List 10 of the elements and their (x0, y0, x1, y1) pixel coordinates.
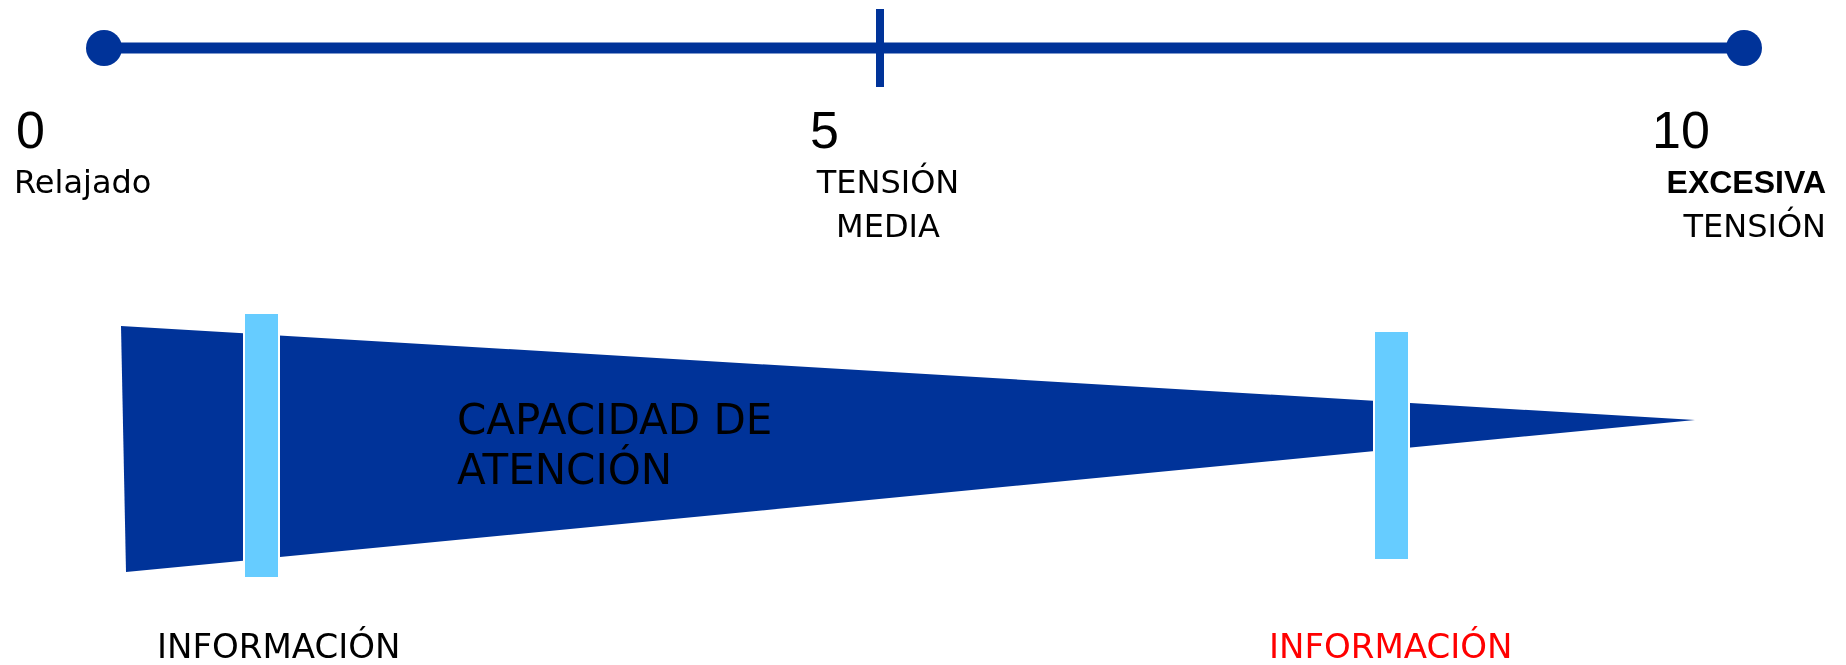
bar-caption: INFORMACIÓN (1269, 626, 1513, 665)
scale-label: Relajado (14, 162, 153, 203)
scale-label: EXCESIVA (1665, 163, 1826, 202)
scale-label: TENSIÓN (1682, 205, 1826, 247)
bar-caption: INFORMACIÓN (157, 626, 401, 665)
scale-label: TENSIÓN MEDIA (815, 161, 961, 247)
wedge-label: CAPACIDAD DE ATENCIÓN (457, 395, 774, 495)
scale-number: 10 (1652, 104, 1710, 156)
scale-number: 0 (16, 104, 45, 156)
scale-number: 5 (810, 104, 839, 156)
